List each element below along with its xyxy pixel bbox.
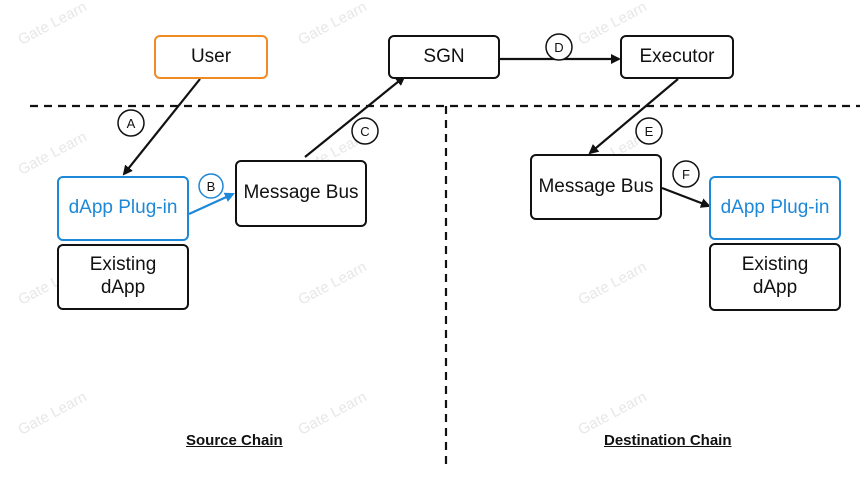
source-existing-dapp-node: Existing dApp [57, 244, 189, 310]
step-f-marker: F [672, 160, 700, 188]
user-node: User [154, 35, 268, 79]
step-d-marker: D [545, 33, 573, 61]
step-b-marker: B [198, 173, 224, 199]
source-chain-label: Source Chain [186, 432, 283, 449]
destination-message-bus-node: Message Bus [530, 154, 662, 220]
executor-node: Executor [620, 35, 734, 79]
step-f-label: F [682, 167, 690, 182]
source-dapp-plugin-node: dApp Plug-in [57, 176, 189, 241]
arrow-b [188, 192, 235, 216]
arrow-c [304, 75, 406, 158]
step-b-label: B [207, 179, 216, 194]
destination-existing-dapp-node: Existing dApp [709, 243, 841, 311]
source-message-bus-node: Message Bus [235, 160, 367, 227]
step-c-marker: C [351, 117, 379, 145]
arrow-f [661, 186, 711, 208]
destination-chain-label: Destination Chain [604, 432, 732, 449]
arrow-a [122, 78, 201, 176]
step-c-label: C [360, 124, 369, 139]
arrow-e [588, 78, 679, 155]
step-d-label: D [554, 40, 563, 55]
sgn-node: SGN [388, 35, 500, 79]
step-a-marker: A [117, 109, 145, 137]
step-e-marker: E [635, 117, 663, 145]
destination-dapp-plugin-node: dApp Plug-in [709, 176, 841, 240]
step-e-label: E [645, 124, 654, 139]
step-a-label: A [127, 116, 136, 131]
